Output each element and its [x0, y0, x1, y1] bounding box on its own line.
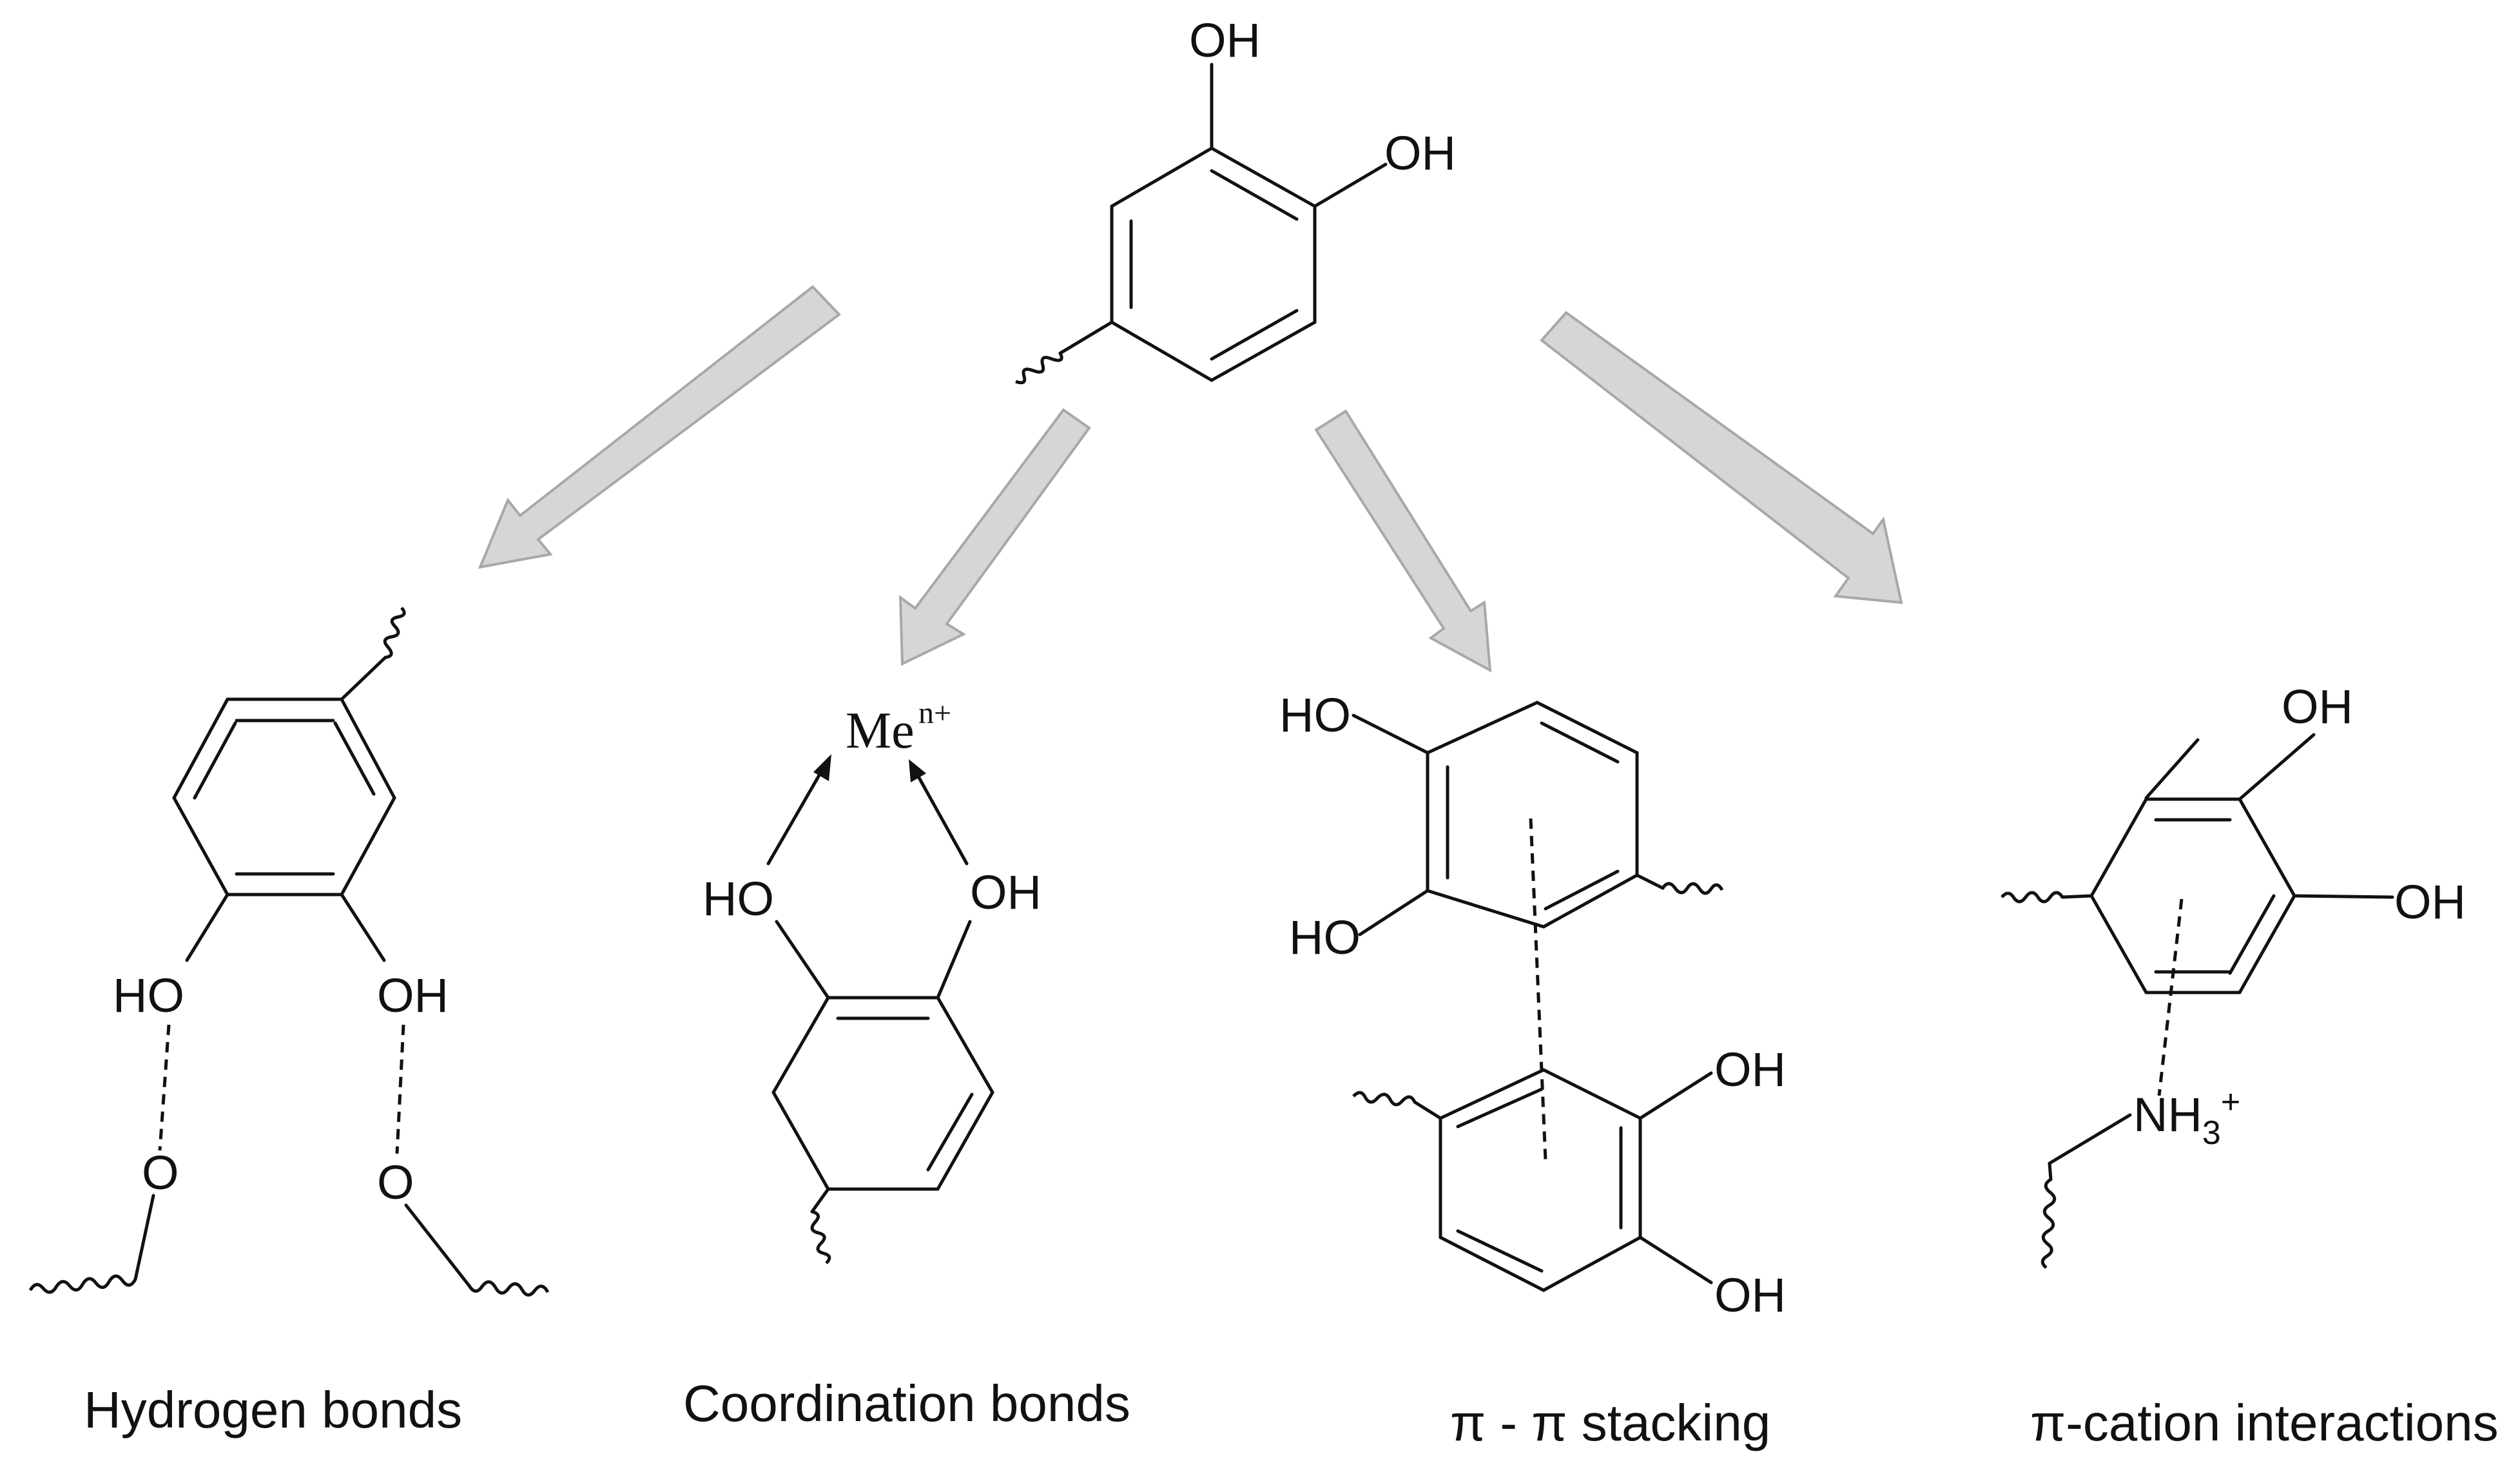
coordination-arrow-right — [916, 775, 969, 866]
pi-cation-panel: OH OH — [2088, 680, 2466, 929]
pc-nh-subscript: 3 — [2202, 1114, 2221, 1152]
arrow-to-coordination — [898, 408, 1091, 666]
benzene-ring-bottom — [1439, 1068, 1642, 1292]
pi-pi-stacking-caption: π - π stacking — [1450, 1394, 1770, 1451]
arrow-to-pi-stacking — [1314, 409, 1492, 673]
pi-bottom-oh-1-label: OH — [1714, 1043, 1786, 1096]
wavy-attachment — [383, 606, 406, 659]
hb-right-o-label: O — [377, 1156, 414, 1209]
pi-pi-stacking-panel: HO HO OH — [1279, 688, 1786, 1451]
pc-oh-2-label: OH — [2394, 875, 2466, 929]
top-oh-1-label: OH — [1189, 14, 1261, 67]
metal-charge-label: n+ — [918, 696, 951, 730]
hydrogen-bonds-panel: HO OH O O Hydrogen bonds — [28, 606, 550, 1439]
metal-label: Me — [846, 702, 915, 759]
benzene-ring-top — [1426, 701, 1639, 929]
pi-cation-ring-main — [2091, 741, 2198, 798]
pi-top-ho-2-label: HO — [1289, 911, 1361, 964]
benzene-ring — [771, 996, 994, 1191]
pc-nh-label: NH3+ — [2133, 1083, 2240, 1152]
pc-oh-1-label: OH — [2282, 680, 2353, 733]
catechol-top: OH OH — [1015, 14, 1456, 385]
pi-cation-ring-geometry — [2091, 798, 2191, 896]
pc-nh-superscript: + — [2221, 1083, 2240, 1121]
pc-ring-actual — [2144, 738, 2200, 800]
arrowhead-left — [813, 754, 831, 781]
pi-stacking-dash — [1529, 818, 1547, 1161]
hydrogen-bond-dash-left — [158, 1024, 171, 1151]
hb-right-oh-label: OH — [377, 969, 449, 1022]
wavy-attachment — [810, 1210, 831, 1264]
wavy-attachment — [2001, 891, 2064, 904]
benzene-ring — [1110, 146, 1317, 382]
wavy-attachment — [1661, 882, 1724, 895]
pi-bottom-oh-2-label: OH — [1714, 1268, 1786, 1322]
top-oh-2-label: OH — [1384, 126, 1456, 180]
hydrogen-bond-dash-right — [395, 1024, 405, 1154]
pi-cation-caption: π-cation interactions — [2030, 1394, 2499, 1451]
coordination-arrow-left — [766, 769, 824, 866]
coord-left-oh-label: HO — [703, 872, 774, 925]
coordination-bonds-caption: Coordination bonds — [683, 1375, 1130, 1432]
pi-top-ho-1-label: HO — [1279, 688, 1351, 742]
arrow-to-hydrogen-bonds — [478, 285, 842, 569]
pi-cation-dash — [2157, 898, 2184, 1096]
pc-nh-text: NH — [2133, 1088, 2202, 1141]
coordination-bonds-panel: Me n+ HO OH Coordination bonds — [683, 696, 1130, 1432]
hb-left-oh-label: HO — [113, 969, 184, 1022]
wavy-attachment — [28, 1274, 137, 1294]
pi-cation-hexagon-clean — [2089, 797, 2296, 994]
wavy-attachment — [1352, 1090, 1417, 1107]
arrow-to-pi-cation — [1540, 311, 1903, 605]
hydrogen-bonds-caption: Hydrogen bonds — [84, 1381, 462, 1439]
ring-bonds-visible — [2088, 798, 2095, 902]
coord-right-oh-label: OH — [970, 866, 1042, 919]
wavy-attachment — [1015, 352, 1063, 385]
arrowhead-right — [909, 759, 926, 782]
wavy-attachment — [2040, 1177, 2057, 1269]
hb-left-o-label: O — [142, 1146, 179, 1199]
wavy-attachment — [467, 1280, 550, 1297]
benzene-ring — [172, 697, 396, 896]
